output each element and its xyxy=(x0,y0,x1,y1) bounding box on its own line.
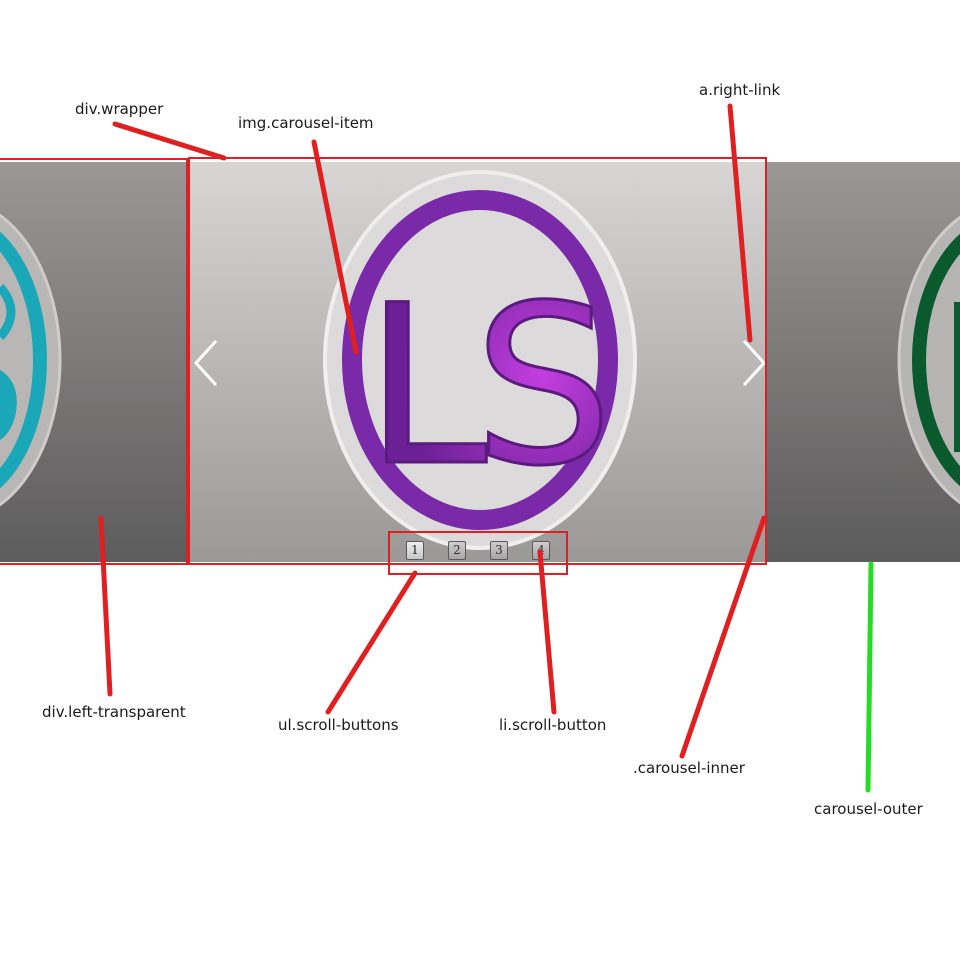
carousel-outer-slide[interactable] xyxy=(766,162,960,562)
label-left-transparent: div.left-transparent xyxy=(42,703,186,721)
label-carousel-item: img.carousel-item xyxy=(238,114,374,132)
label-wrapper: div.wrapper xyxy=(75,100,164,118)
label-right-link: a.right-link xyxy=(699,81,781,99)
teal-logo-image xyxy=(0,213,62,507)
chevron-right-icon[interactable] xyxy=(738,338,766,388)
wrapper-outline xyxy=(188,157,767,565)
carousel-item-image[interactable]: LS xyxy=(190,162,766,562)
leader-carousel-outer xyxy=(865,561,874,793)
left-transparent-outline xyxy=(0,158,188,565)
scroll-button-3[interactable]: 3 xyxy=(490,541,508,560)
scroll-button-1[interactable]: 1 xyxy=(406,541,424,560)
leader-wrapper xyxy=(112,121,227,161)
logo-text: LS xyxy=(365,258,602,514)
label-carousel-inner: .carousel-inner xyxy=(633,759,745,777)
label-carousel-outer: carousel-outer xyxy=(814,800,923,818)
green-logo-image xyxy=(897,215,960,505)
label-scroll-button: li.scroll-button xyxy=(499,716,607,734)
leader-scroll-button xyxy=(537,549,557,715)
scroll-buttons-outline xyxy=(388,531,568,575)
scroll-button-4[interactable]: 4 xyxy=(532,541,550,560)
scroll-button-2[interactable]: 2 xyxy=(448,541,466,560)
label-scroll-buttons: ul.scroll-buttons xyxy=(278,716,399,734)
chevron-left-icon[interactable] xyxy=(192,338,222,388)
leader-scroll-buttons xyxy=(325,570,418,715)
ls-logo-image: LS xyxy=(323,170,637,550)
left-transparent-slide[interactable] xyxy=(0,162,188,562)
